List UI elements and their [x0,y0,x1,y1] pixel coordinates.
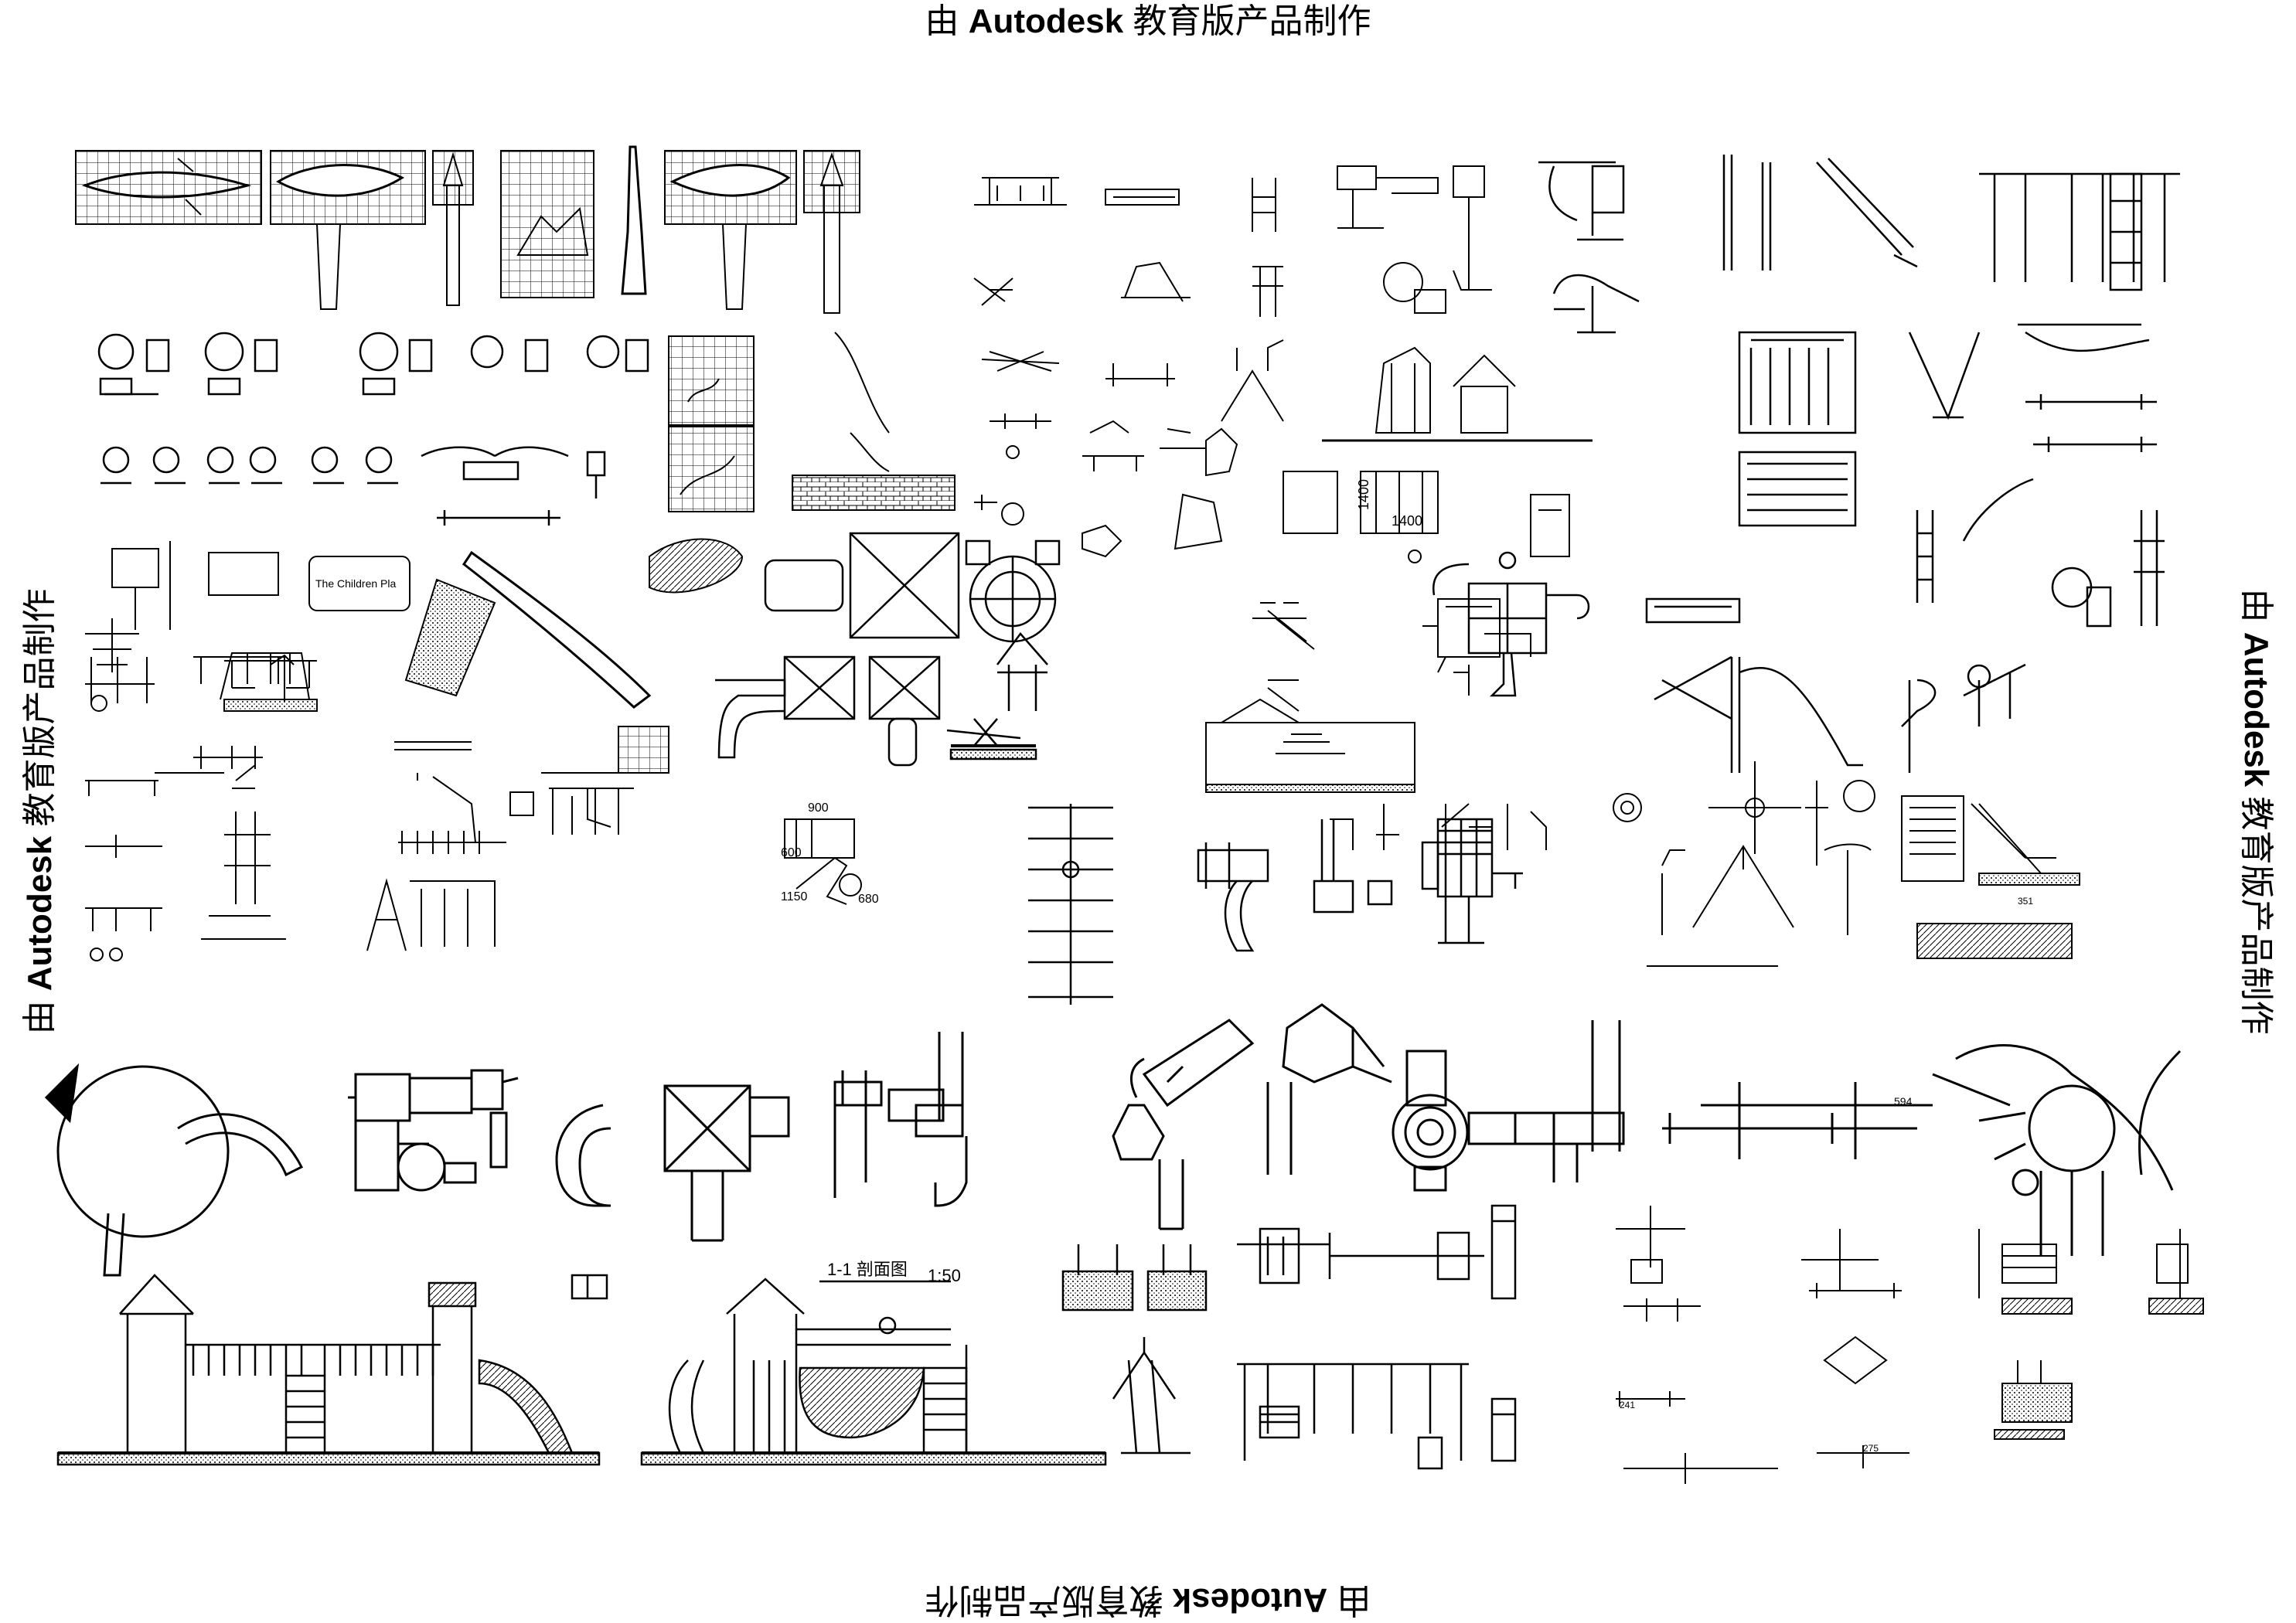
playhouse-section-elevations: 1-1 剖面图 1:50 [56,1260,1107,1466]
towers-and-slides-center-right: 1400 1400 [1205,165,1593,850]
tree-plan-sketches [668,332,956,512]
watermark-top: 由 Autodesk 教育版产品制作 [925,2,1371,40]
dim-680: 680 [858,893,879,906]
dim-351-right: 351 [2018,896,2033,907]
section-title: 1-1 剖面图 [827,1260,908,1279]
dim-1400-horizontal: 1400 [1392,513,1422,529]
ladder-and-tower-plans [1028,804,1523,1005]
dim-900: 900 [808,801,829,815]
dimension-annotations-center: 900 600 1150 680 [781,801,879,906]
swing-and-curved-slides [85,538,744,712]
dim-1400-vertical: 1400 [1356,479,1371,510]
large-playground-plans-row: 594 [44,1003,2182,1277]
playground-tower-plan [1432,551,1590,697]
dim-600: 600 [781,846,802,859]
dim-241: 241 [1620,1400,1635,1410]
seesaw-details-right: 275 241 [1616,1206,2204,1484]
spring-rider-animals: The Children Pla [97,332,649,630]
merry-go-round-parts [1613,761,1875,967]
fish-sculpture-plans [75,145,860,314]
dim-594: 594 [1894,1095,1913,1108]
slide-elevations-mid-left [366,726,669,951]
dim-1150: 1150 [781,890,808,903]
sign-text-children: The Children Pla [315,577,396,590]
foundation-details-and-swings [1061,1204,1517,1470]
playground-equipment-center [973,177,1238,558]
small-equipment-plans-left [85,657,286,961]
slides-and-climbers-right [1538,155,2180,773]
dim-275: 275 [1863,1443,1879,1454]
central-platform-plans [715,532,1061,767]
stair-section-details-right: 351 [1901,795,2080,959]
